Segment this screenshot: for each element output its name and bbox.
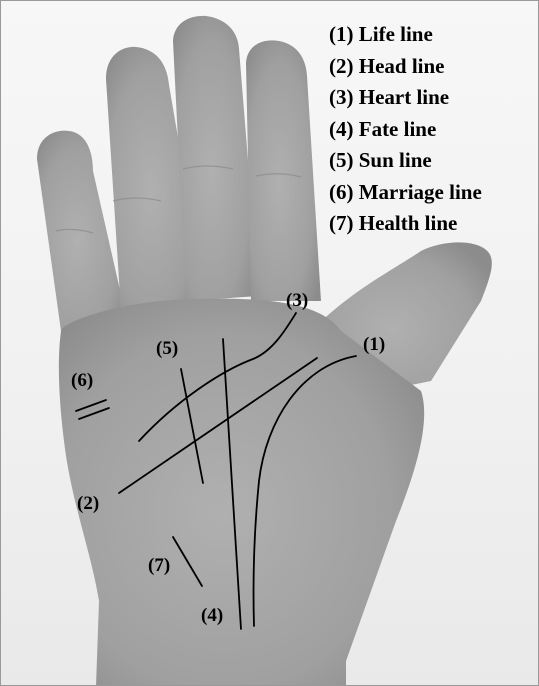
marker-head: (2) xyxy=(77,494,99,513)
index-finger xyxy=(246,40,321,301)
legend-item-health: (7) Health line xyxy=(329,208,482,240)
legend-item-sun: (5) Sun line xyxy=(329,145,482,177)
legend-item-marriage: (6) Marriage line xyxy=(329,177,482,209)
marker-heart: (3) xyxy=(286,291,308,310)
legend: (1) Life line (2) Head line (3) Heart li… xyxy=(329,19,482,240)
legend-item-fate: (4) Fate line xyxy=(329,114,482,146)
marker-sun: (5) xyxy=(156,339,178,358)
marker-life: (1) xyxy=(363,335,385,354)
legend-item-head: (2) Head line xyxy=(329,51,482,83)
marker-fate: (4) xyxy=(201,606,223,625)
legend-item-heart: (3) Heart line xyxy=(329,82,482,114)
marker-health: (7) xyxy=(148,556,170,575)
marker-marriage: (6) xyxy=(71,371,93,390)
legend-item-life: (1) Life line xyxy=(329,19,482,51)
middle-finger xyxy=(173,16,259,301)
